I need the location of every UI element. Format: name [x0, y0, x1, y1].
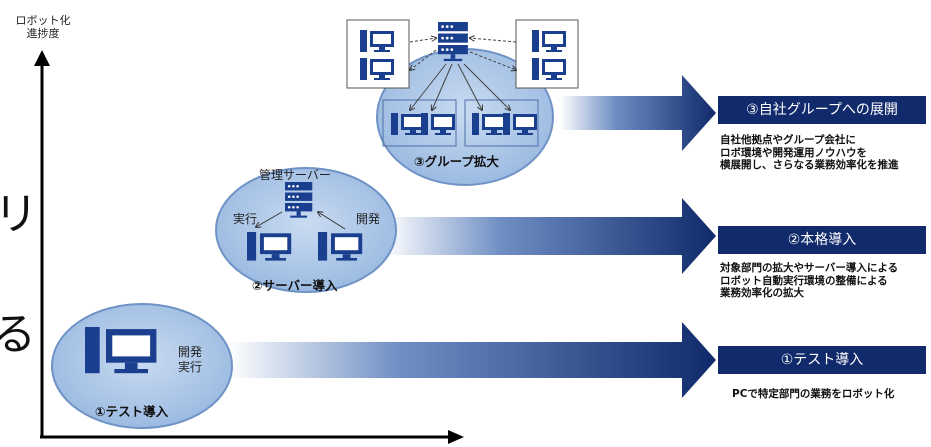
- remote-site-box-left: [346, 19, 410, 89]
- dev-arrow: [318, 212, 346, 230]
- exec-arrow: [256, 211, 283, 227]
- group-site-box-right: [464, 99, 539, 147]
- edge-glyph-top: リ: [0, 189, 38, 240]
- exec-label: 実行: [233, 212, 258, 226]
- dev-label: 開発: [356, 212, 381, 226]
- stage2-circle-label: ②サーバー導入: [252, 278, 338, 293]
- arrow-stage-3: [560, 75, 716, 151]
- edge-glyph-bottom: る: [0, 309, 36, 360]
- stage1-circle-label: ①テスト導入: [95, 404, 169, 419]
- network-links: [410, 38, 516, 70]
- arrow-stage-2: [384, 198, 716, 274]
- stage3-desc-line3: 横展開し、さらなる業務効率化を推進: [720, 159, 899, 171]
- y-axis-label-line2: 進捗度: [26, 27, 60, 40]
- stage2-desc-line1: 対象部門の拡大やサーバー導入による: [720, 262, 899, 274]
- x-axis: [40, 430, 464, 444]
- group-site-box-left: [382, 99, 457, 147]
- stage2-box-title: ②本格導入: [718, 226, 926, 254]
- circle-stage-2: [215, 167, 397, 293]
- stage3-box-title: ③自社グループへの展開: [718, 96, 926, 124]
- server-label: 管理サーバー: [259, 168, 331, 182]
- stage1-label-dev: 開発: [178, 345, 203, 359]
- stage1-label-exec: 実行: [178, 360, 203, 374]
- group-links: [410, 63, 510, 110]
- remote-site-box-right: [515, 19, 579, 89]
- stage1-description: PCで特定部門の業務をロボット化: [732, 388, 894, 401]
- stage2-description: 対象部門の拡大やサーバー導入による ロボット自動実行環境の整備による 業務効率化…: [720, 262, 898, 300]
- stage1-desc-line1: PCで特定部門の業務をロボット化: [732, 388, 895, 400]
- stage1-pc-labels: 開発 実行: [178, 345, 202, 375]
- stage3-circle-label: ③グループ拡大: [414, 154, 499, 169]
- y-axis: [34, 50, 50, 438]
- stage2-desc-line2: ロボット自動実行環境の整備による: [720, 274, 888, 287]
- stage2-desc-line3: 業務効率化の拡大: [720, 287, 804, 299]
- y-axis-label: ロボット化 進捗度: [12, 14, 74, 40]
- stage3-desc-line2: ロボ環境や開発運用ノウハウを: [720, 146, 867, 159]
- stage1-box-title: ①テスト導入: [718, 346, 926, 374]
- arrow-stage-1: [228, 322, 716, 398]
- y-axis-label-line1: ロボット化: [15, 14, 71, 27]
- stage3-desc-line1: 自社他拠点やグループ会社に: [720, 134, 856, 146]
- stage3-description: 自社他拠点やグループ会社に ロボ環境や開発運用ノウハウを 横展開し、さらなる業務…: [720, 134, 899, 172]
